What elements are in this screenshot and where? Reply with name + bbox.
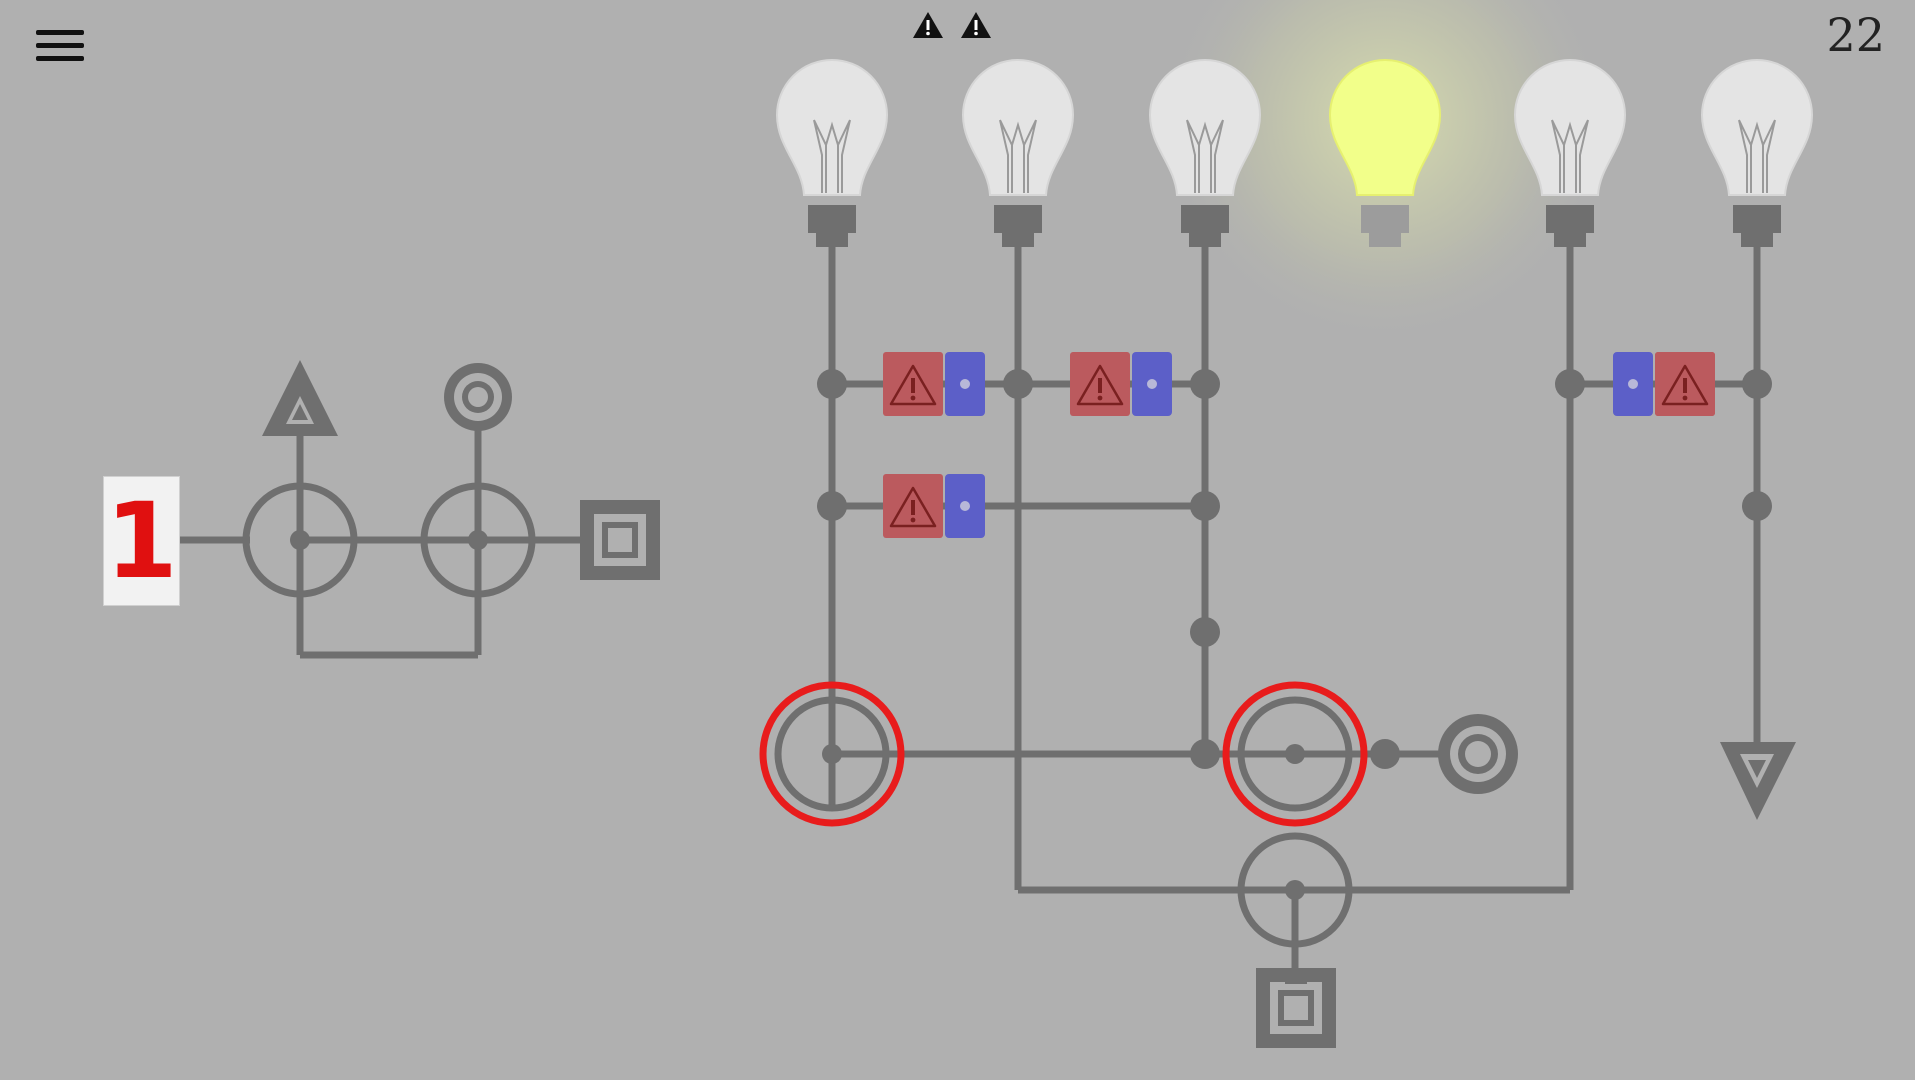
warning-battery-component[interactable] bbox=[881, 472, 985, 540]
up-arrow-icon bbox=[262, 360, 338, 436]
menu-bar bbox=[36, 43, 84, 48]
menu-bar bbox=[36, 30, 84, 35]
warning-battery-component[interactable] bbox=[1068, 350, 1172, 418]
highlighted-gate-ring[interactable] bbox=[1222, 681, 1368, 827]
level-number: 22 bbox=[1826, 8, 1885, 62]
warnings-indicator bbox=[912, 10, 992, 40]
light-bulb bbox=[1514, 58, 1626, 247]
light-bulb bbox=[1149, 58, 1261, 247]
junction-node bbox=[290, 530, 310, 550]
square-terminal-icon bbox=[580, 500, 660, 580]
down-arrow-icon bbox=[1720, 742, 1796, 820]
left-circuit bbox=[178, 425, 585, 659]
warning-glyph bbox=[1655, 352, 1715, 416]
warning-icon bbox=[961, 12, 991, 38]
menu-button[interactable] bbox=[30, 22, 90, 72]
output-target-icon bbox=[1438, 714, 1518, 794]
square-terminal-icon bbox=[1256, 968, 1336, 1048]
light-bulb bbox=[962, 58, 1074, 247]
warning-battery-component[interactable] bbox=[881, 350, 985, 418]
junction-node bbox=[468, 530, 488, 550]
logic-gates bbox=[774, 696, 1353, 948]
light-bulb bbox=[1701, 58, 1813, 247]
junction-nodes bbox=[817, 369, 1772, 900]
source-target-icon bbox=[444, 363, 512, 431]
move-counter-card: 1 bbox=[103, 476, 180, 606]
warning-icon bbox=[913, 12, 943, 38]
menu-bar bbox=[36, 56, 84, 61]
light-bulb bbox=[776, 58, 888, 247]
highlighted-gate-ring[interactable] bbox=[759, 681, 905, 827]
light-bulb bbox=[1329, 58, 1441, 247]
